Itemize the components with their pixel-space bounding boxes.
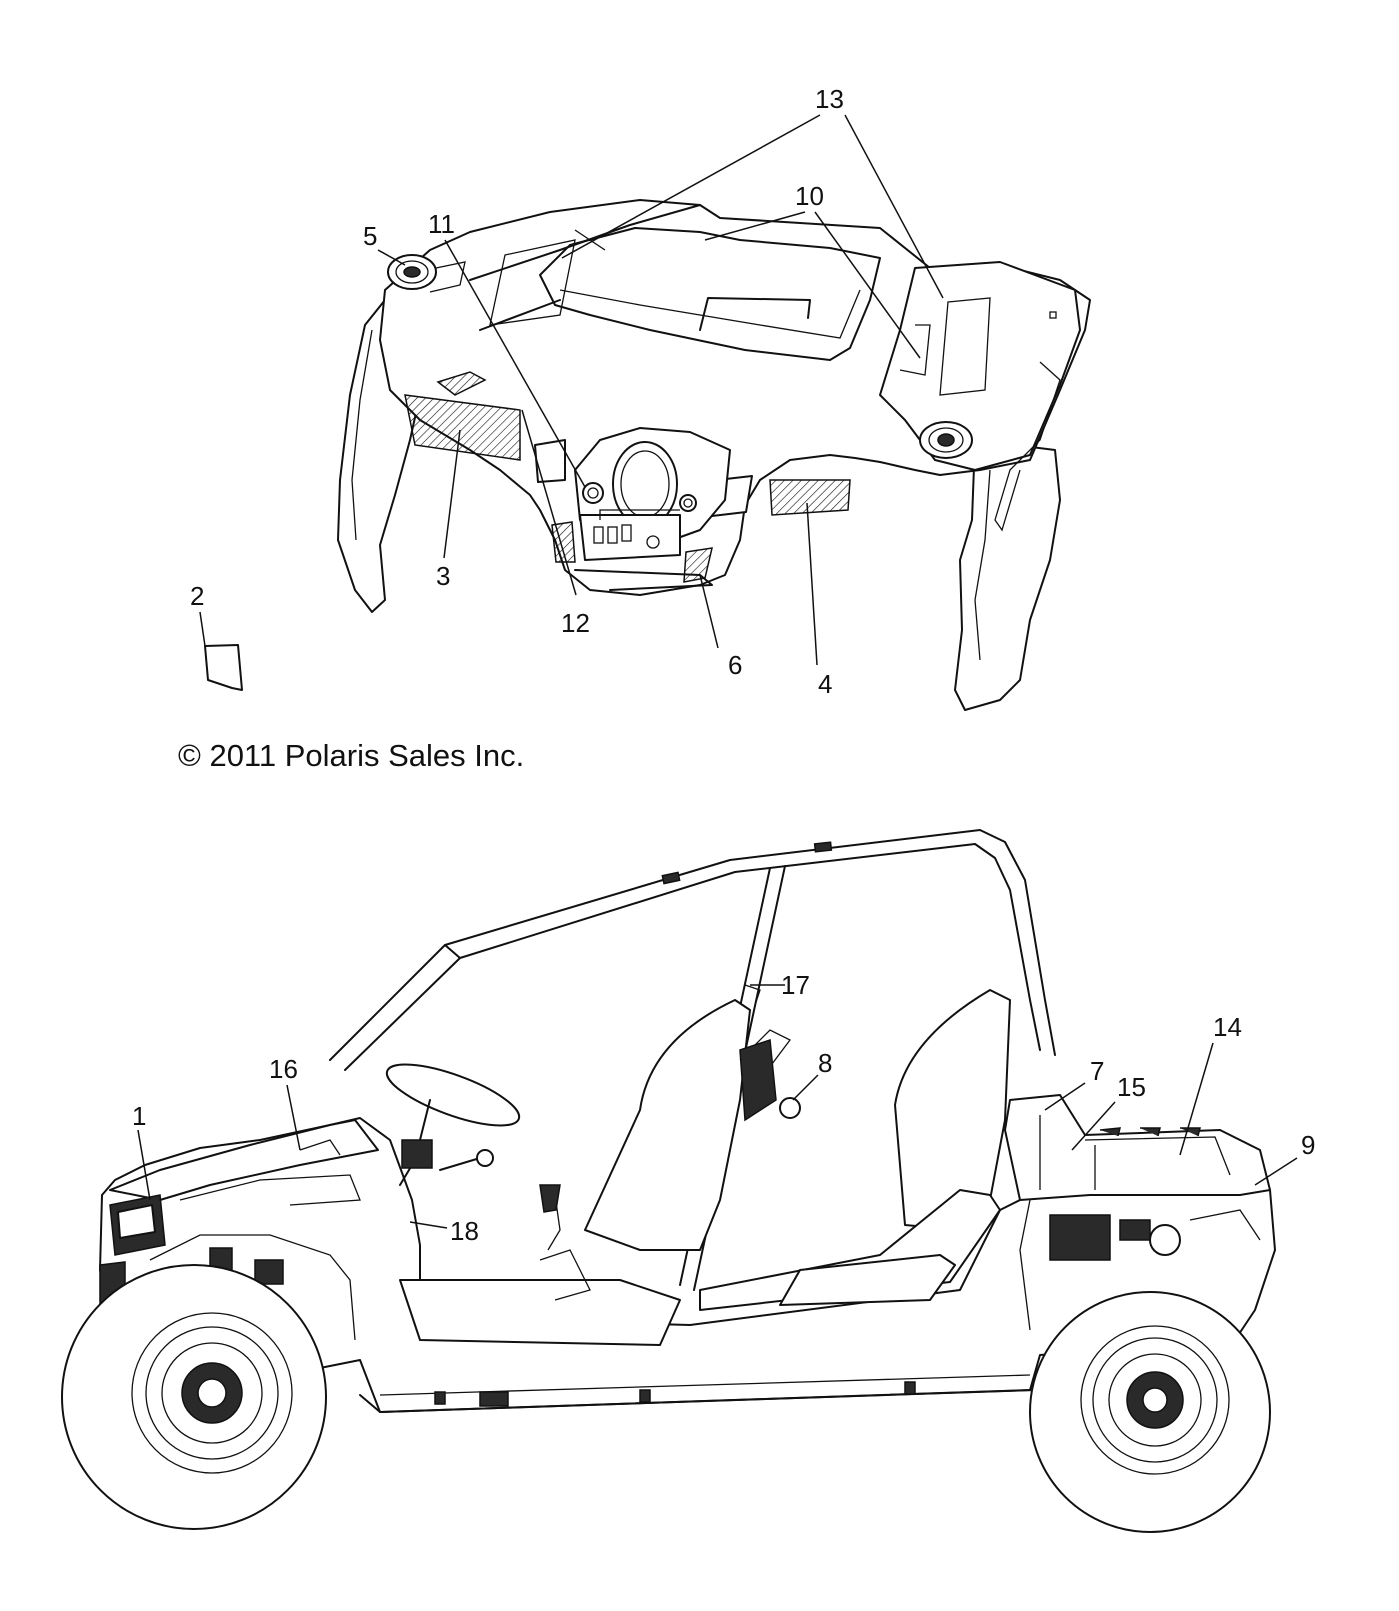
callout-6: 6 bbox=[728, 650, 742, 680]
callout-labels: 1 2 3 4 5 6 7 8 9 10 11 12 13 14 15 16 1… bbox=[132, 84, 1315, 1246]
vehicle-side-view bbox=[61, 829, 1276, 1533]
dashboard-assembly bbox=[337, 199, 1091, 711]
decal-part-2 bbox=[204, 644, 243, 691]
callout-1: 1 bbox=[132, 1101, 146, 1131]
callout-7: 7 bbox=[1090, 1056, 1104, 1086]
callout-11: 11 bbox=[428, 209, 455, 239]
callout-12: 12 bbox=[561, 608, 590, 638]
callout-18: 18 bbox=[450, 1216, 479, 1246]
callout-15: 15 bbox=[1117, 1072, 1146, 1102]
callout-9: 9 bbox=[1301, 1130, 1315, 1160]
callout-2: 2 bbox=[190, 581, 204, 611]
callout-5: 5 bbox=[363, 221, 377, 251]
callout-10: 10 bbox=[795, 181, 824, 211]
callout-17: 17 bbox=[781, 970, 810, 1000]
callout-4: 4 bbox=[818, 669, 832, 699]
copyright-notice: © 2011 Polaris Sales Inc. bbox=[178, 738, 524, 773]
callout-3: 3 bbox=[436, 561, 450, 591]
callout-16: 16 bbox=[269, 1054, 298, 1084]
callout-13: 13 bbox=[815, 84, 844, 114]
callout-14: 14 bbox=[1213, 1012, 1242, 1042]
callout-8: 8 bbox=[818, 1048, 832, 1078]
leader-lines bbox=[137, 114, 1298, 1229]
